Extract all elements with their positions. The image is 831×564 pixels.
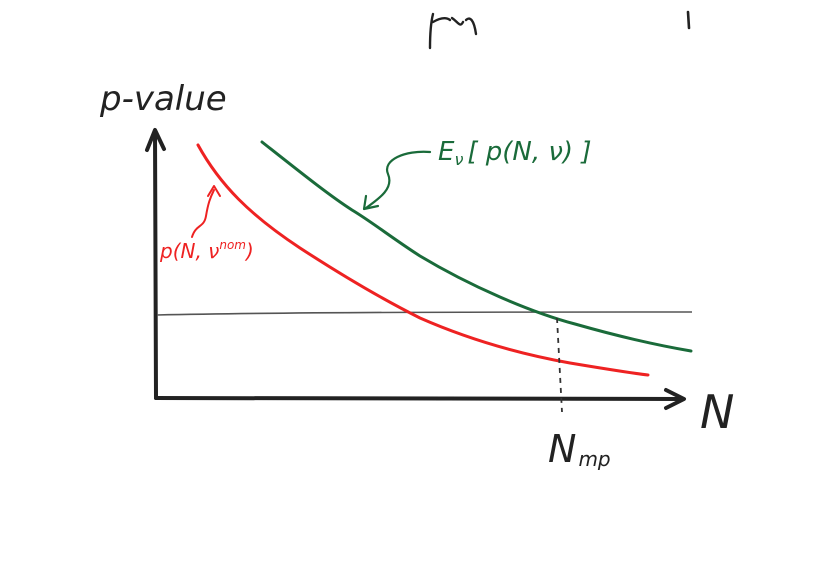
x-axis [154,396,684,401]
top-right-fragment-stroke [686,10,691,30]
nominal-label-arrowhead [207,185,221,197]
x-axis-arrowhead [664,388,686,410]
nominal-label-arrow [191,189,215,238]
expected-label-rest: [ p(N, ν) ] [467,137,591,167]
expected-label-arrow [364,150,432,210]
expected-label-subscript: ν [454,150,463,169]
nominal-label-main: p(N, ν [159,239,219,263]
expected-pvalue-curve [260,140,693,353]
expected-label-arrowhead [362,194,380,211]
x-axis-label: N [700,385,734,439]
nominal-pvalue-curve [196,143,650,377]
nominal-label-superscript: nom [219,238,246,252]
nominal-label-end: ) [244,239,254,263]
intersection-label-main: N [548,427,576,471]
expected-label-main: E [438,137,455,167]
nominal-curve-label: p(N, νnom) [159,238,254,263]
threshold-line [156,311,693,316]
intersection-label-subscript: mp [578,447,610,471]
top-fragment-stroke [428,12,478,50]
expected-curve-label: Eν[ p(N, ν) ] [438,137,591,169]
y-axis [153,130,158,400]
y-axis-arrowhead [145,128,166,152]
y-axis-label: p-value [99,79,227,119]
